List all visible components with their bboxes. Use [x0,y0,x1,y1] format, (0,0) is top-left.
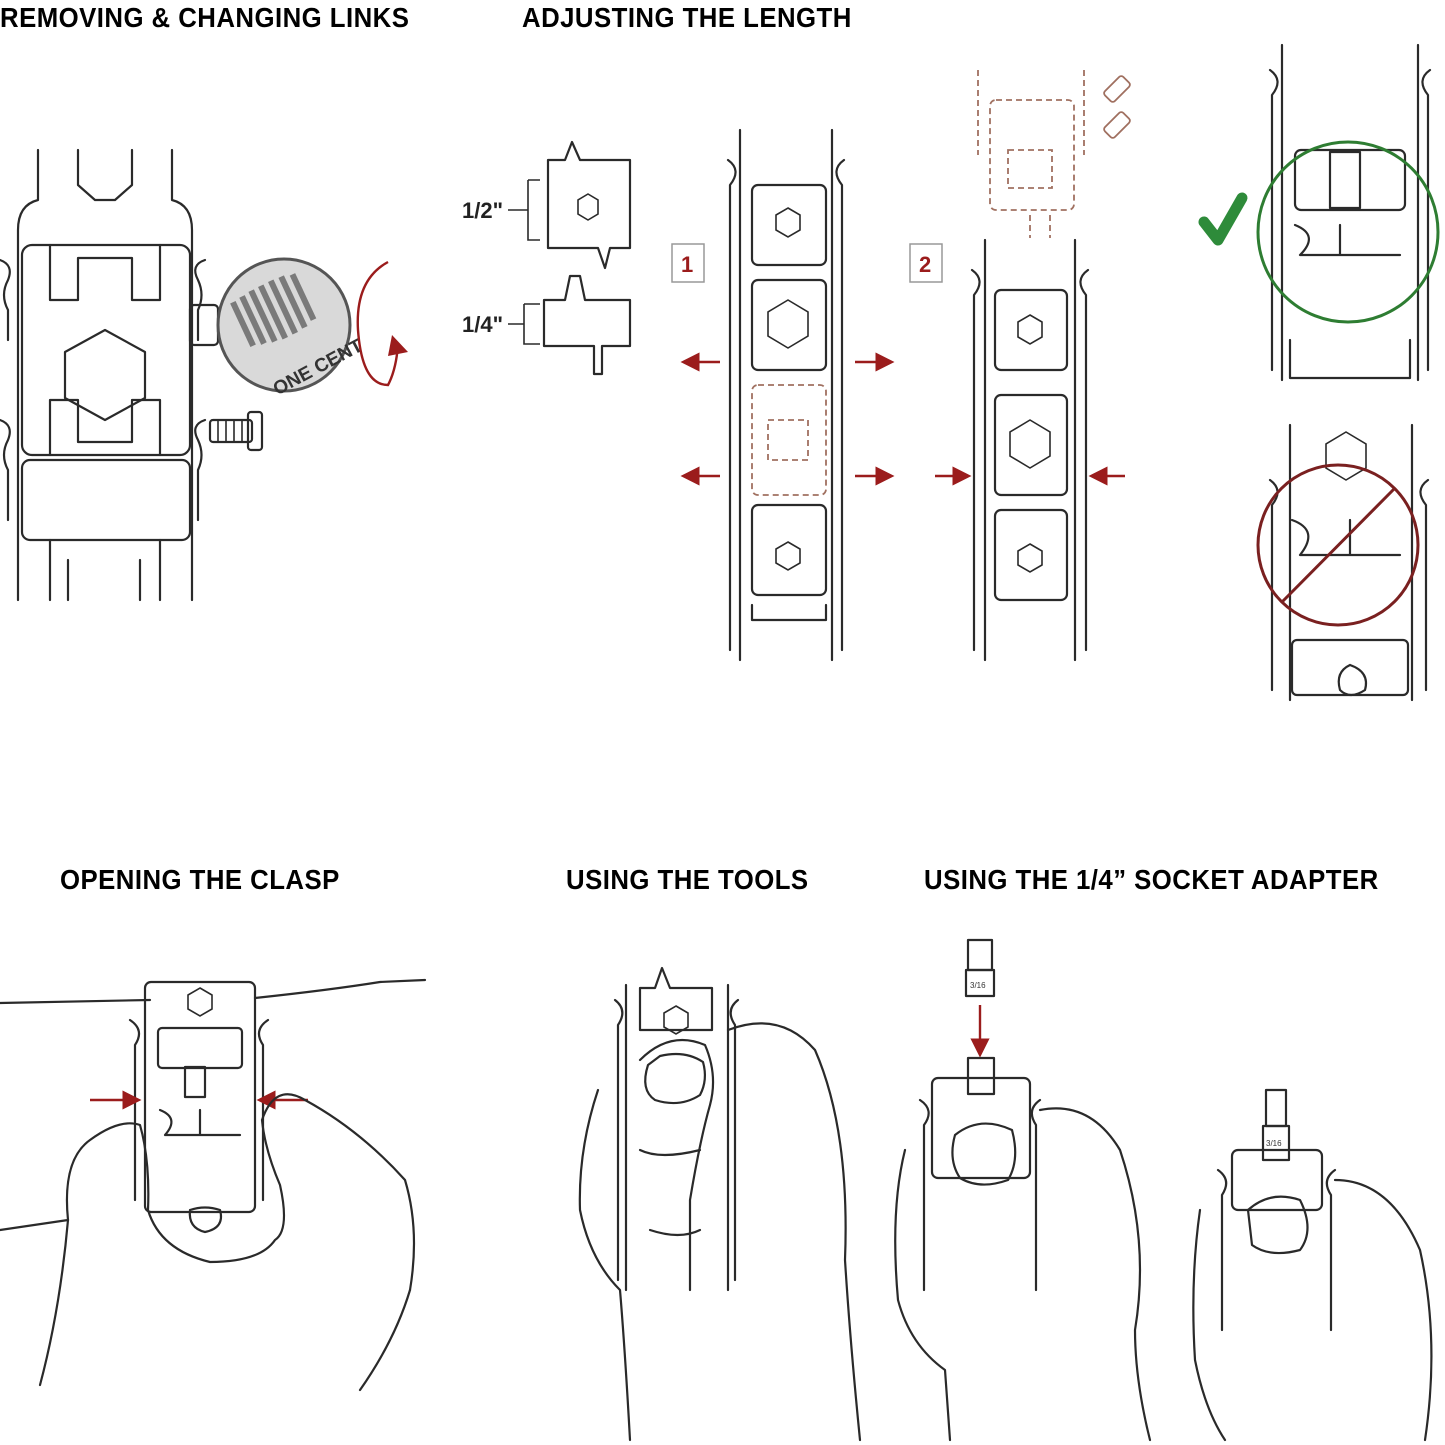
coin-icon: ONE CENT [216,257,367,400]
using-tools-illustration [578,966,862,1442]
hex-wrench-icon [63,328,147,422]
step-2-label: 2 [919,252,931,277]
check-icon [1198,192,1248,246]
socket-adapter-illustration: 3/16 3/16 [894,938,1433,1442]
heading-opening-clasp: OPENING THE CLASP [60,864,340,895]
heading-removing-links: REMOVING & CHANGING LINKS [0,2,410,33]
quarter-inch-label: 1/4" [462,312,503,337]
step-1-label: 1 [681,252,693,277]
adjusting-length-illustration: 1/2" 1/4" 1 [462,43,1440,702]
rotate-arrow-icon [356,260,408,387]
removed-link [977,70,1131,238]
incorrect-clasp-illustration [1268,423,1430,702]
heading-adjusting-length: ADJUSTING THE LENGTH [522,2,852,33]
opening-clasp-illustration [0,978,427,1392]
prohibited-icon [1256,463,1420,627]
removing-links-illustration: ONE CENT [0,148,408,602]
bracelet-step-1 [680,128,895,662]
correct-clasp-illustration [1256,43,1440,382]
socket-size-label: 3/16 [970,981,986,990]
heading-socket-adapter: USING THE 1/4” SOCKET ADAPTER [924,864,1379,895]
half-inch-label: 1/2" [462,198,503,223]
screw-icon [208,410,264,452]
socket-size-label-2: 3/16 [1266,1139,1282,1148]
heading-using-tools: USING THE TOOLS [566,864,809,895]
bracelet-step-2 [935,238,1125,662]
